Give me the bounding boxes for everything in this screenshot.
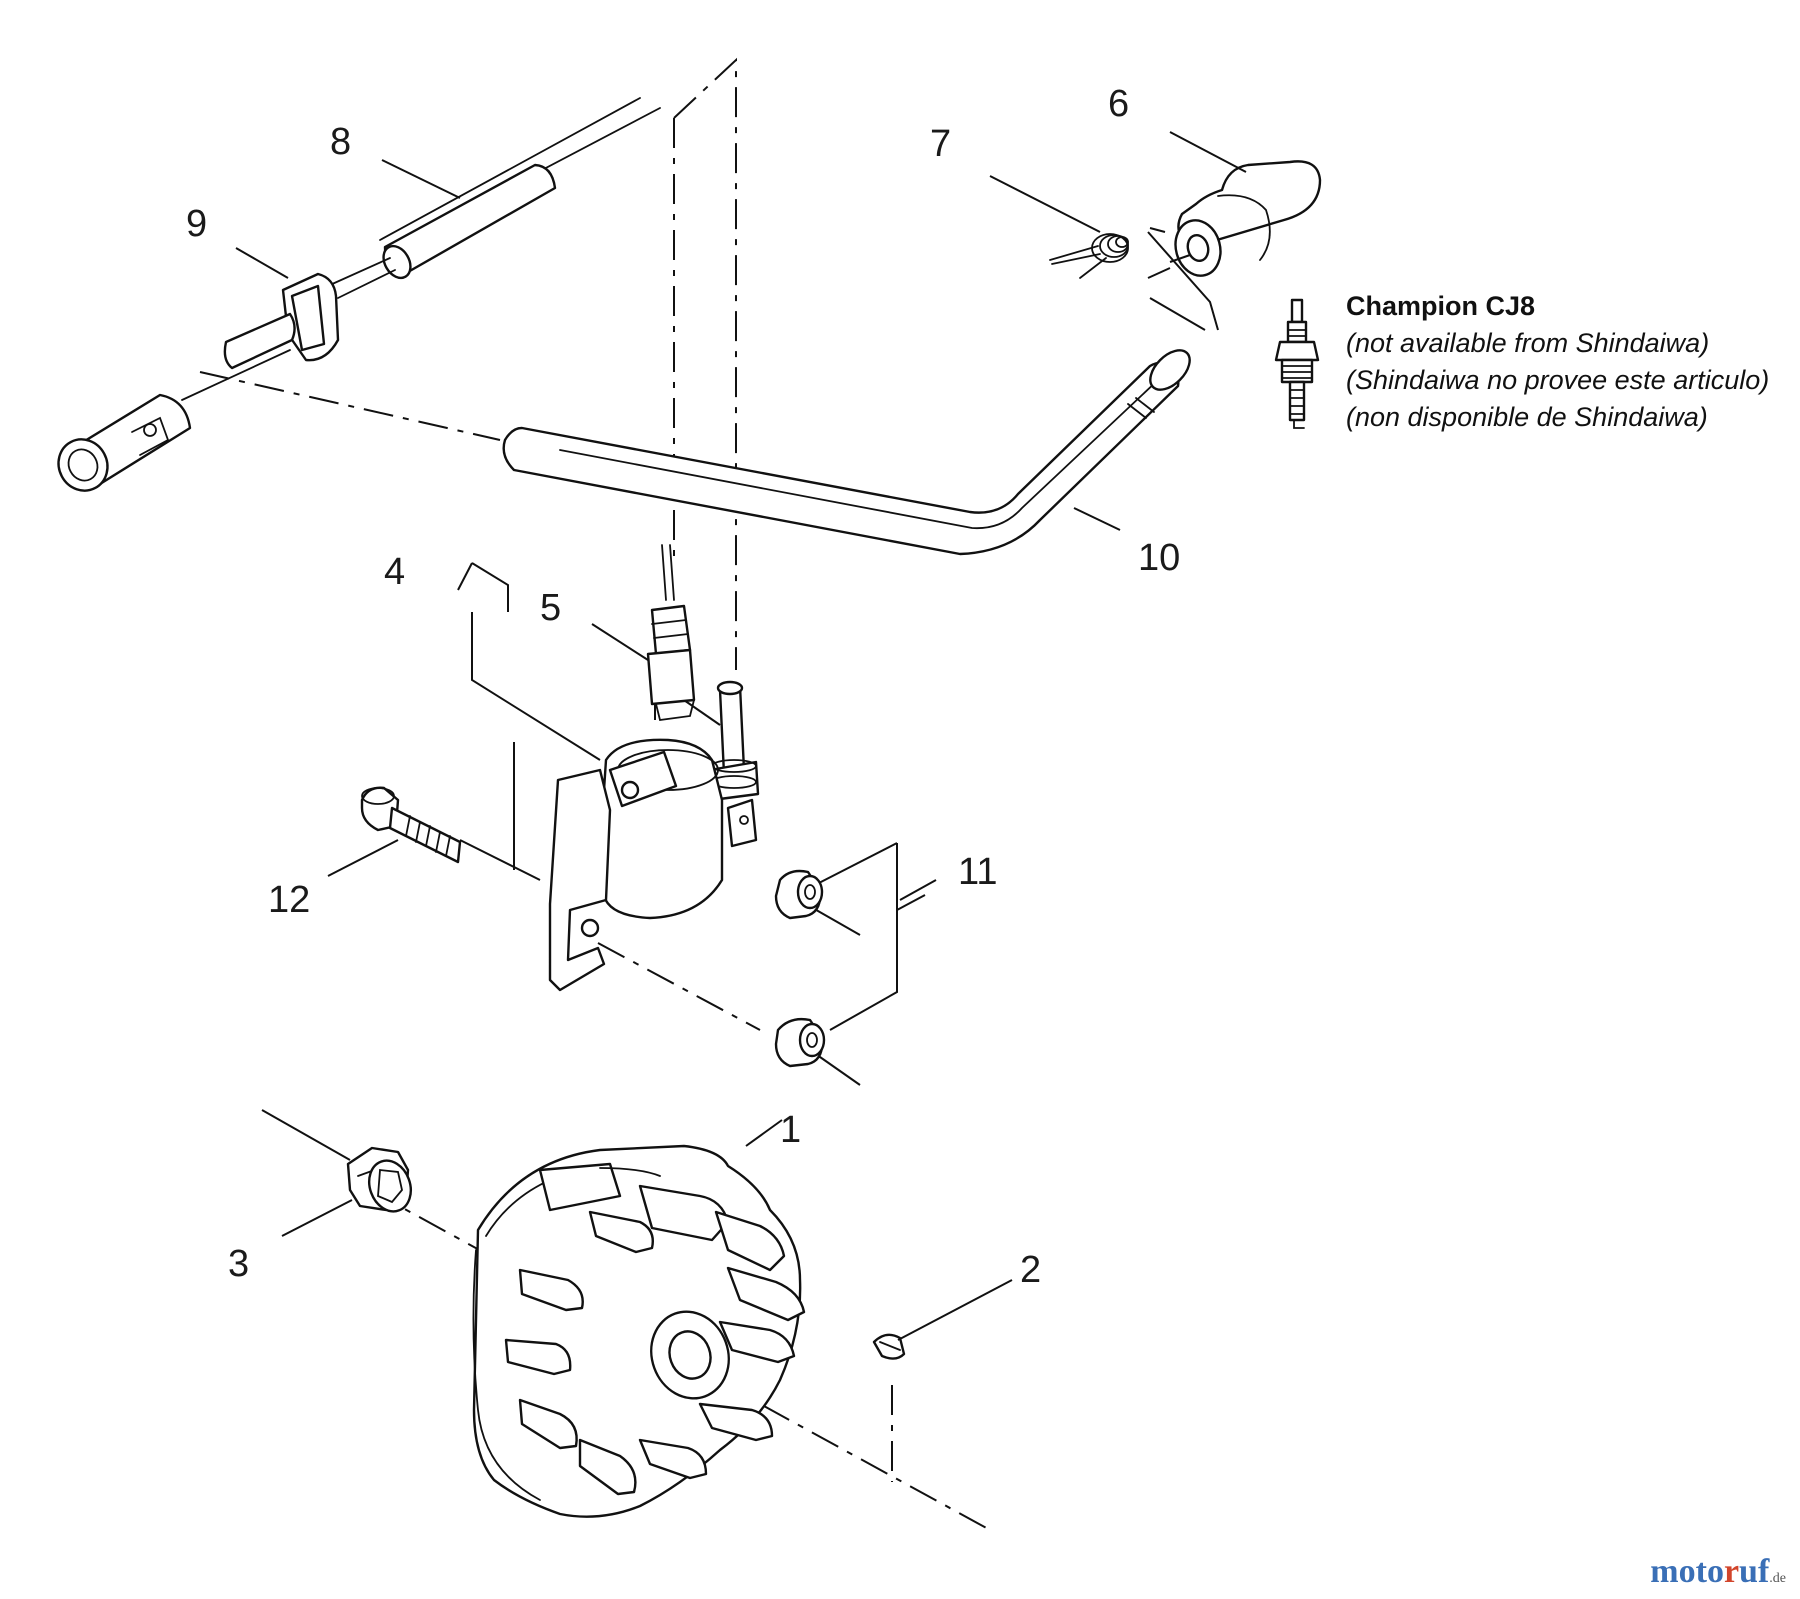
connector — [646, 544, 696, 721]
spacers — [774, 869, 826, 1068]
flywheel — [472, 1144, 806, 1518]
callout-12: 12 — [268, 879, 310, 921]
spark-plug-icon — [1274, 298, 1320, 429]
callout-3: 3 — [228, 1243, 249, 1285]
ignition-lead — [329, 97, 661, 299]
spark-plug-boot — [1147, 160, 1322, 279]
ignition-coil — [548, 680, 760, 992]
solid-lines — [459, 231, 1219, 1086]
callout-leaders — [235, 131, 1247, 1341]
bolt — [360, 786, 462, 864]
flange-nut — [346, 1146, 412, 1213]
callout-2: 2 — [1020, 1249, 1041, 1291]
spring-clip — [1049, 233, 1129, 279]
spark-plug-note: Champion CJ8 (not available from Shindai… — [1346, 288, 1786, 436]
lead-terminal — [57, 349, 291, 492]
callout-1: 1 — [780, 1109, 801, 1151]
callout-4: 4 — [384, 551, 405, 593]
note-line-es: (Shindaiwa no provee este articulo) — [1346, 365, 1770, 395]
callout-5: 5 — [540, 587, 561, 629]
watermark-logo: motoruf.de — [1650, 1553, 1786, 1590]
tube — [502, 349, 1191, 556]
callout-6: 6 — [1108, 83, 1129, 125]
callout-8: 8 — [330, 121, 351, 163]
callout-7: 7 — [930, 123, 951, 165]
callout-11: 11 — [958, 851, 997, 893]
grommet — [223, 272, 340, 370]
woodruff-key — [872, 1333, 906, 1360]
note-line-en: (not available from Shindaiwa) — [1346, 328, 1710, 358]
callout-9: 9 — [186, 203, 207, 245]
callout-10: 10 — [1138, 537, 1180, 579]
spark-plug-model: Champion CJ8 — [1346, 291, 1536, 321]
callout-numbers: 1 2 3 4 5 6 7 8 9 10 11 12 — [186, 83, 1180, 1291]
note-line-fr: (non disponible de Shindaiwa) — [1346, 402, 1708, 432]
